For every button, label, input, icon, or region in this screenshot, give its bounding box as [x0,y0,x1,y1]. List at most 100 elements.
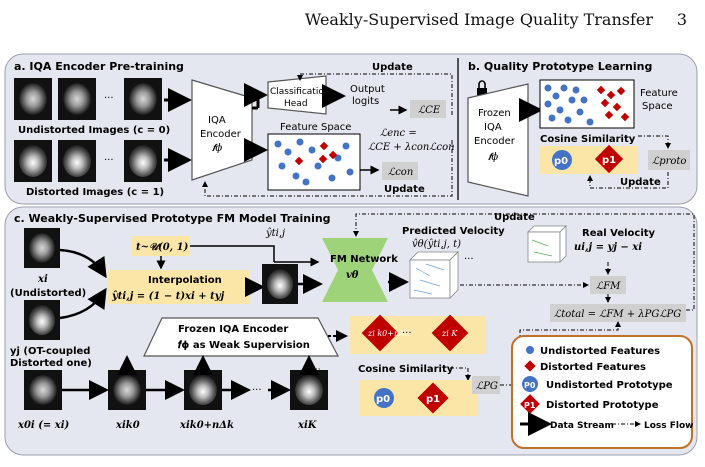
y-hat-label: ŷti,j [265,228,285,239]
loss-fm-box [590,276,626,294]
feature-space-b-2: Space [642,101,672,112]
frozen-encoder-b [467,83,529,197]
legend-undistorted-features: Undistorted Features [540,346,660,357]
legend-box [511,335,693,449]
p1-c: p1 [426,394,440,405]
legend-blue-dot [526,346,534,354]
xkn-label: xik0+nΔk [179,420,234,431]
pred-ellipsis: ··· [464,254,474,265]
t-sample: t~𝒰(0, 1) [136,242,189,253]
ellipsis-bottom: ··· [104,155,114,166]
loss-total-box [550,304,686,322]
cosine-c: Cosine Similarity [358,364,454,375]
xk0-label: xik0 [115,420,140,431]
fm-label-2: vθ [346,270,359,281]
update-bottom: Update [384,184,425,195]
loss-fm: ℒFM [596,281,621,292]
panel-a-title: a. IQA Encoder Pre-training [14,60,184,73]
prototype-p1-b [594,144,624,174]
panel-c-title: c. Weakly-Supervised Prototype FM Model … [14,212,331,225]
loss-con: ℒcon [388,167,413,178]
t-sample-box [132,236,190,256]
legend-distorted-prototype: Distorted Prototype [546,400,659,411]
update-c: Update [494,212,535,223]
fm-network [322,238,388,302]
xK-label: xiK [297,420,318,431]
undistorted-images [14,78,162,120]
legend-distorted-features: Distorted Features [540,362,646,373]
p0-b: p0 [554,156,568,167]
feature-space-label: Feature Space [280,122,351,133]
encoder-symbol: 𝒇ϕ [212,143,222,154]
frozen-c-1: Frozen IQA Encoder [178,324,288,335]
frozen-b-3: Encoder [474,136,516,147]
z-right: zi K [441,329,458,338]
predicted-velocity-cube [409,251,459,299]
frozen-b-1: Frozen [478,108,511,119]
real-vel-1: Real Velocity [582,228,656,239]
running-title: Weakly-Supervised Image Quality Transfer [304,10,653,29]
page-header: Weakly-Supervised Image Quality Transfer… [0,0,705,42]
loss-enc-1: ℒenc = [380,128,417,139]
ellipsis-top: ··· [104,93,114,104]
cosine-b: Cosine Similarity [540,134,636,145]
classification-head [267,75,327,115]
update-top: Update [372,62,413,73]
real-velocity-cube [527,225,567,263]
legend-p1-diamond [520,394,540,414]
legend-undistorted-prototype: Undistorted Prototype [546,380,673,391]
interpolation-box [108,270,250,304]
p0-c: p0 [376,394,390,405]
classification-head-label-2: Head [284,99,308,109]
pred-vel-1: Predicted Velocity [402,226,505,237]
lock-icon [477,80,487,96]
legend-p1: P1 [524,401,536,410]
feature-points-a [274,138,354,186]
loss-ce: ℒCE [418,105,441,116]
frozen-b-2: IQA [484,122,502,133]
legend-p0-circle [522,376,538,392]
loss-ce-box [410,100,446,118]
z-left-diamond [361,314,399,352]
prototype-p0-c [374,388,394,408]
yj-label: yj (OT-coupled [10,346,90,357]
frozen-b-symbol: 𝒇ϕ [488,152,498,163]
feature-space-b [539,79,635,129]
loss-proto: ℒproto [652,156,686,167]
loss-proto-box [648,150,690,170]
legend-data-stream: Data Stream [550,421,614,431]
legend-p0: P0 [524,381,536,390]
interp-title: Interpolation [148,275,222,286]
loss-enc-2: ℒCE + λconℒcon [368,142,455,153]
prototype-p0-b [552,150,572,170]
loss-total: ℒtotal = ℒFM + λPGℒPG [554,309,681,320]
z-right-diamond [431,314,469,352]
z-ellipsis: ··· [402,328,412,339]
prototype-p1-c [417,382,449,414]
distorted-images [14,140,162,182]
distorted-caption: Distorted Images (c = 1) [26,187,164,198]
undistorted-paren: (Undistorted) [10,288,86,299]
fm-label-1: FM Network [330,254,398,265]
distorted-one: Distorted one) [10,358,92,369]
seq-ellipsis: ··· [252,385,262,396]
xi-label: xi [37,274,48,285]
legend-loss-flow: Loss Flow [644,421,694,431]
interp-eq: ŷti,j = (1 − t)xi + tyj [111,291,225,302]
frozen-c-2: 𝒇ϕ as Weak Supervision [177,339,310,351]
classification-head-label-1: Classification [270,87,330,97]
feature-space-b-1: Feature [640,88,678,99]
output-logits-1: Output [350,84,385,95]
p1-b: p1 [602,155,616,166]
undistorted-caption: Undistorted Images (c = 0) [18,125,170,136]
update-b: Update [620,177,661,188]
legend-red-diamond [524,360,536,372]
output-logits-2: logits [352,96,379,107]
feature-space-a [267,133,361,191]
page-number: 3 [676,10,687,29]
real-vel-2: ui,j = yj − xi [574,242,642,253]
x0-label: x0i (= xi) [17,420,70,431]
loss-con-box [382,162,418,180]
loss-pg: ℒPG [476,381,498,392]
